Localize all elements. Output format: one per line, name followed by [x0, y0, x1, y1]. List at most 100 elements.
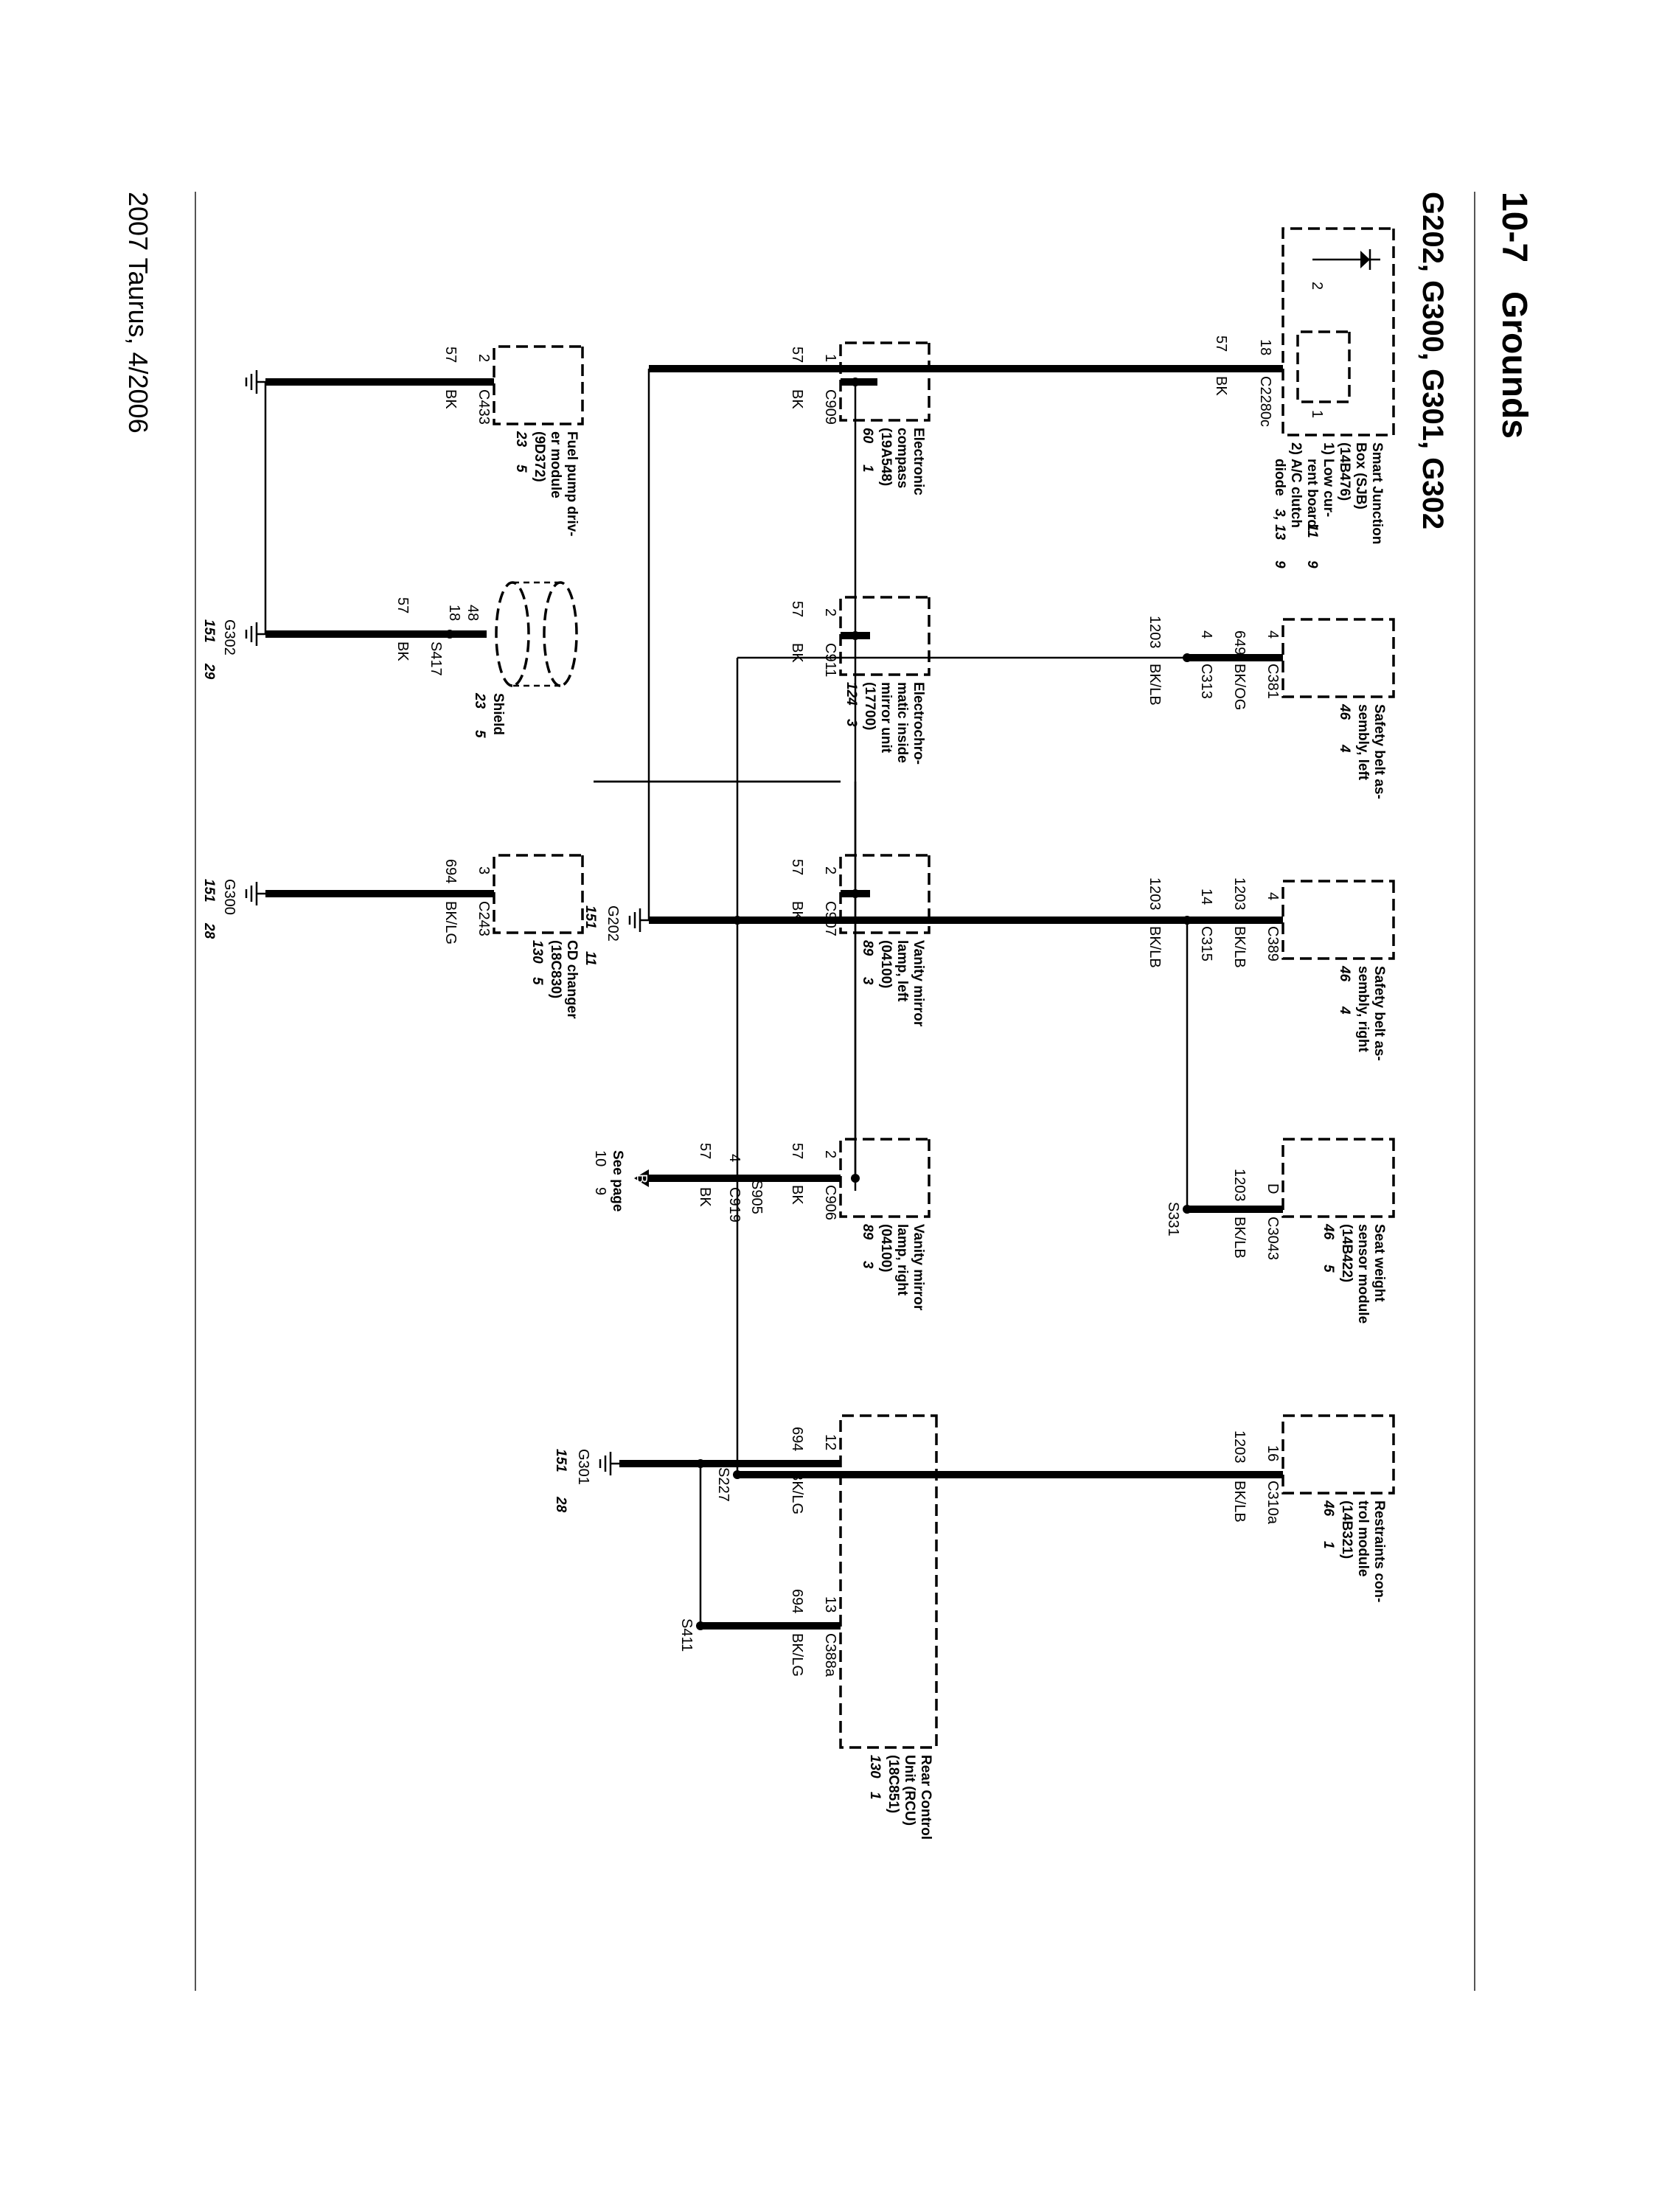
svg-text:89: 89: [860, 1224, 875, 1240]
svg-text:BK: BK: [789, 901, 805, 921]
svg-text:sembly, left: sembly, left: [1355, 704, 1371, 781]
safety-belt-right: Safety belt as- sembly, right 46 4 4 C38…: [582, 369, 1395, 1475]
svg-text:sembly, right: sembly, right: [1355, 966, 1371, 1053]
svg-text:(04100): (04100): [878, 1224, 894, 1273]
svg-text:1: 1: [1309, 410, 1325, 418]
svg-text:C310a: C310a: [1265, 1481, 1281, 1525]
svg-text:BK: BK: [789, 1185, 805, 1205]
svg-text:(18C851): (18C851): [886, 1755, 901, 1813]
diode-icon: [1360, 251, 1370, 268]
svg-text:Unit (RCU): Unit (RCU): [902, 1755, 917, 1826]
svg-text:12: 12: [822, 1434, 838, 1450]
svg-text:C313: C313: [1198, 664, 1214, 699]
svg-text:sensor module: sensor module: [1355, 1224, 1371, 1324]
svg-text:C243: C243: [476, 901, 492, 936]
svg-text:57: 57: [1213, 335, 1229, 352]
svg-text:151: 151: [201, 879, 217, 902]
svg-text:C911: C911: [822, 643, 838, 677]
svg-text:9: 9: [1272, 560, 1287, 568]
svg-text:3: 3: [860, 977, 875, 985]
svg-text:46: 46: [1321, 1500, 1336, 1517]
svg-text:14: 14: [1198, 888, 1214, 905]
shield: Shield 23 5 48 18 S417 57 BK G302 151 29: [201, 370, 578, 738]
svg-text:compass: compass: [894, 428, 910, 488]
svg-text:10: 10: [592, 1150, 608, 1166]
svg-text:1: 1: [822, 354, 838, 362]
svg-text:diode: diode: [1272, 459, 1287, 496]
ground-label-g302: G302: [221, 619, 237, 655]
svg-text:57: 57: [789, 601, 805, 617]
svg-text:23: 23: [513, 431, 529, 448]
svg-text:BK: BK: [394, 641, 411, 661]
svg-text:BK: BK: [789, 389, 805, 409]
svg-text:57: 57: [789, 859, 805, 875]
svg-text:Smart Junction: Smart Junction: [1369, 442, 1385, 544]
svg-text:lamp, right: lamp, right: [894, 1224, 910, 1296]
svg-text:Vanity mirror: Vanity mirror: [911, 1224, 926, 1311]
svg-text:S417: S417: [428, 641, 444, 676]
svg-text:4: 4: [1198, 630, 1214, 639]
electrochromatic-mirror: Electrochro- matic inside mirror unit (1…: [789, 596, 931, 765]
svg-text:694: 694: [442, 859, 459, 883]
svg-text:4: 4: [1265, 630, 1281, 639]
svg-text:C919: C919: [726, 1187, 742, 1222]
svg-text:46: 46: [1321, 1223, 1336, 1240]
ground-g301-icon: [599, 1452, 619, 1475]
svg-text:9: 9: [592, 1187, 608, 1195]
svg-text:(14B321): (14B321): [1339, 1500, 1354, 1559]
svg-text:16: 16: [1265, 1445, 1281, 1461]
svg-text:28: 28: [553, 1496, 568, 1513]
svg-text:S227: S227: [715, 1467, 731, 1502]
svg-text:rent board: rent board: [1304, 459, 1320, 528]
svg-text:Vanity mirror: Vanity mirror: [911, 940, 926, 1027]
diagram-title: G202, G300, G301, G302: [1416, 192, 1449, 529]
svg-text:(9D372): (9D372): [532, 431, 547, 482]
sb-right-box: [1281, 880, 1395, 960]
svg-text:1: 1: [1321, 1541, 1336, 1549]
svg-text:57: 57: [394, 597, 411, 613]
svg-text:57: 57: [789, 1143, 805, 1159]
svg-text:(04100): (04100): [878, 940, 894, 989]
footer-vehicle: 2007 Taurus, 4/2006: [123, 192, 153, 434]
safety-belt-left: Safety belt as- sembly, left 46 4 4 C381…: [737, 616, 1395, 799]
svg-text:(19A548): (19A548): [878, 428, 894, 486]
cd-changer: CD changer (18C830) 130 5 3 C243 694 BK/…: [201, 854, 584, 1019]
svg-text:2): 2): [1288, 442, 1304, 455]
svg-text:BK/LB: BK/LB: [1231, 1217, 1248, 1259]
svg-text:5: 5: [1321, 1265, 1336, 1273]
svg-text:151: 151: [201, 619, 217, 643]
svg-text:(18C830): (18C830): [548, 940, 563, 998]
svg-text:D: D: [1265, 1183, 1281, 1194]
svg-text:151: 151: [553, 1449, 568, 1472]
svg-text:48: 48: [465, 605, 481, 621]
svg-text:B: B: [633, 1174, 650, 1183]
sb-left-box: [1281, 618, 1395, 698]
svg-text:2: 2: [822, 608, 838, 616]
svg-text:BK/LG: BK/LG: [789, 1471, 805, 1514]
svg-text:2: 2: [822, 1150, 838, 1158]
svg-text:BK/LB: BK/LB: [1231, 1481, 1248, 1523]
svg-text:3: 3: [476, 866, 492, 874]
svg-text:S411: S411: [678, 1618, 695, 1652]
svg-text:S331: S331: [1165, 1202, 1181, 1237]
svg-text:3: 3: [860, 1261, 875, 1269]
svg-text:1203: 1203: [1231, 1430, 1248, 1464]
svg-text:151: 151: [582, 905, 598, 929]
svg-text:1203: 1203: [1231, 877, 1248, 911]
section-title: Grounds: [1495, 291, 1534, 439]
svg-text:5: 5: [529, 977, 545, 985]
svg-text:3: 3: [844, 719, 859, 727]
svg-text:trol module: trol module: [1355, 1500, 1371, 1576]
svg-text:mirror unit: mirror unit: [878, 682, 894, 754]
svg-text:S905: S905: [748, 1180, 765, 1214]
svg-text:4: 4: [726, 1154, 742, 1162]
ground-g302-icon: [245, 622, 265, 646]
svg-text:18: 18: [446, 605, 462, 621]
svg-text:Safety belt as-: Safety belt as-: [1371, 966, 1387, 1061]
svg-text:5: 5: [472, 730, 487, 738]
fuel-pump-driver-module: Fuel pump driv- er module (9D372) 23 5 2…: [265, 345, 584, 537]
svg-text:57: 57: [697, 1143, 713, 1159]
svg-text:Electrochro-: Electrochro-: [911, 682, 926, 765]
